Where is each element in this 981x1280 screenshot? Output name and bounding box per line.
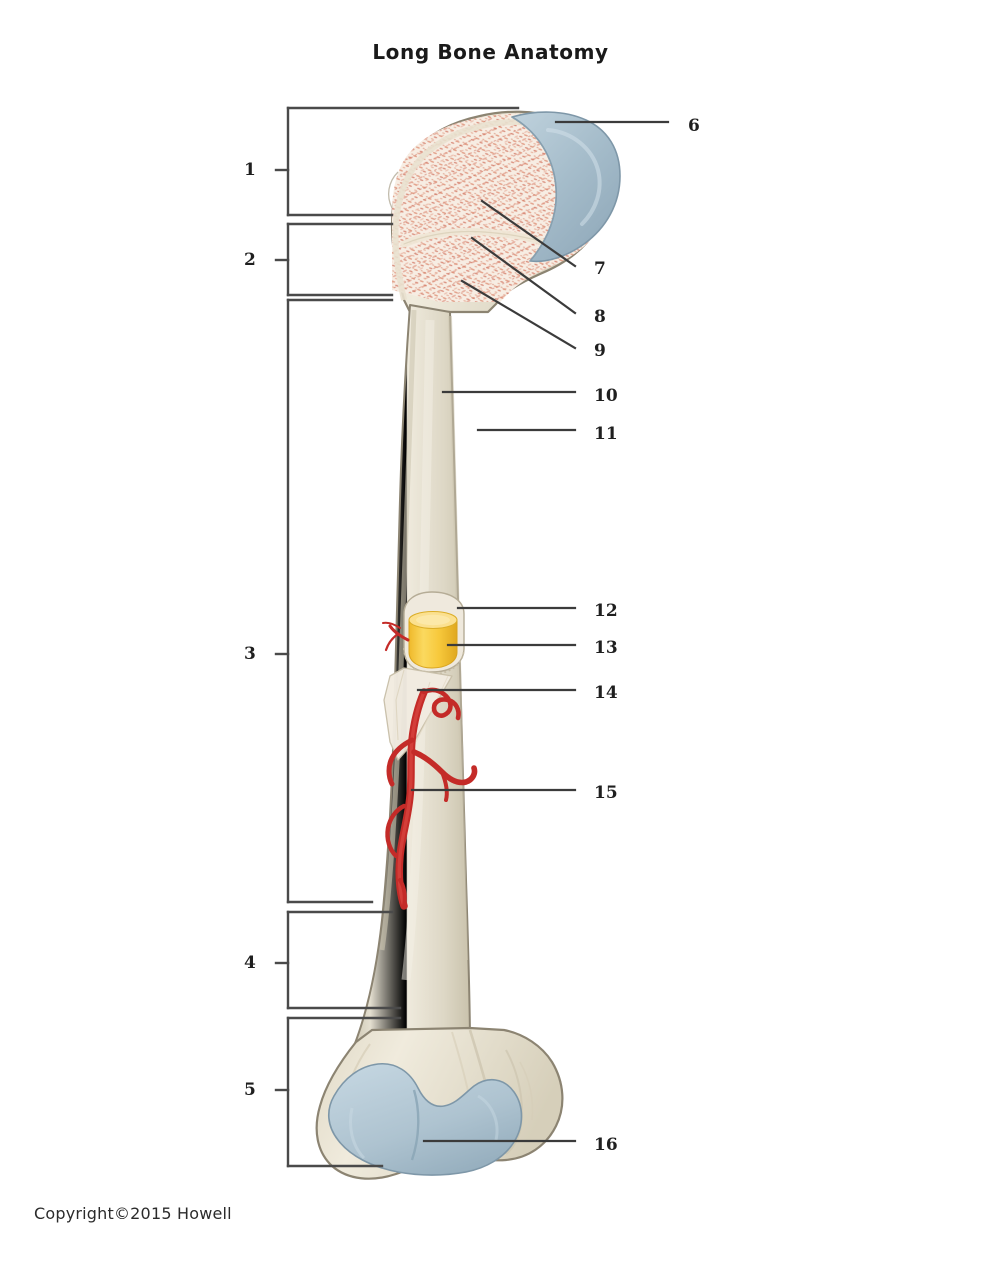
bracket-label-5[interactable]: 5 — [244, 1080, 256, 1100]
leader-label-12[interactable]: 12 — [594, 601, 618, 621]
leader-label-7[interactable]: 7 — [594, 259, 606, 279]
bracket-label-4[interactable]: 4 — [244, 953, 256, 973]
bracket-5-line — [274, 1016, 402, 1168]
leader-label-16[interactable]: 16 — [594, 1135, 618, 1155]
bracket-label-3[interactable]: 3 — [244, 644, 256, 664]
leader-7-line — [480, 199, 577, 268]
copyright-notice: Copyright©2015 Howell — [34, 1204, 232, 1223]
leader-label-6[interactable]: 6 — [688, 116, 700, 136]
leader-9-line — [460, 279, 577, 350]
leader-label-11[interactable]: 11 — [594, 424, 618, 444]
bracket-2-line — [274, 222, 394, 297]
yellow-bone-marrow — [408, 611, 458, 669]
bracket-3-line — [274, 298, 394, 904]
bracket-label-1[interactable]: 1 — [244, 160, 256, 180]
bracket-label-2[interactable]: 2 — [244, 250, 256, 270]
bracket-4-line — [274, 910, 402, 1010]
leader-label-9[interactable]: 9 — [594, 341, 606, 361]
leader-label-14[interactable]: 14 — [594, 683, 618, 703]
leader-label-13[interactable]: 13 — [594, 638, 618, 658]
leader-label-8[interactable]: 8 — [594, 307, 606, 327]
page-title: Long Bone Anatomy — [372, 40, 609, 64]
nutrient-artery-blood-vessels — [382, 621, 478, 910]
leader-label-15[interactable]: 15 — [594, 783, 618, 803]
leader-8-line — [470, 236, 577, 315]
bracket-1-line — [274, 106, 520, 217]
leader-label-10[interactable]: 10 — [594, 386, 618, 406]
